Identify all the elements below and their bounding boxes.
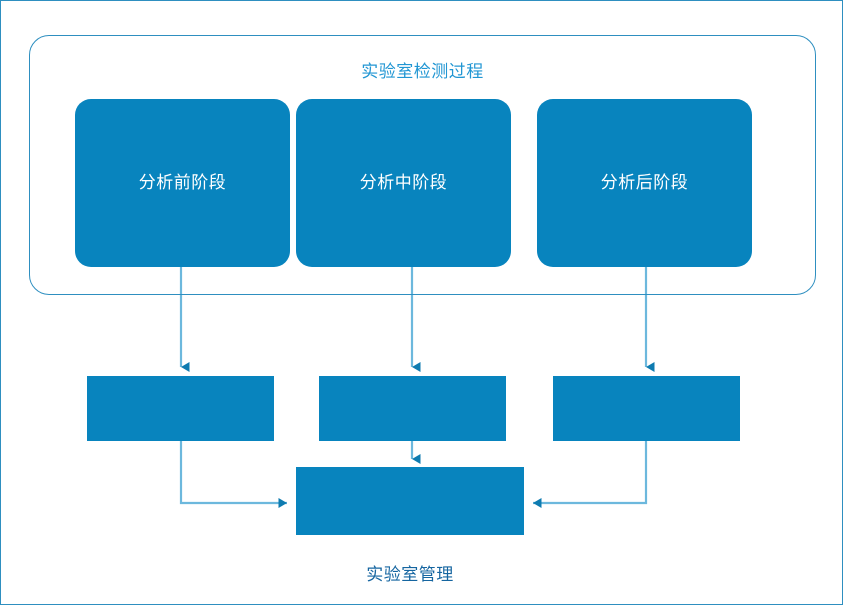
mid-box-3[interactable] bbox=[553, 376, 740, 441]
laboratory-testing-process-group bbox=[29, 35, 816, 295]
phase-card-post-analysis[interactable]: 分析后阶段 bbox=[537, 99, 752, 267]
group-title: 实验室检测过程 bbox=[361, 62, 484, 81]
phase-card-analysis[interactable]: 分析中阶段 bbox=[296, 99, 511, 267]
mid-box-1[interactable] bbox=[87, 376, 274, 441]
bottom-caption: 实验室管理 bbox=[366, 565, 454, 584]
phase-card-label: 分析中阶段 bbox=[359, 173, 448, 192]
mid-box-2[interactable] bbox=[319, 376, 506, 441]
laboratory-management-box[interactable] bbox=[296, 467, 524, 535]
phase-card-label: 分析后阶段 bbox=[600, 173, 689, 192]
connector-midbox3-to-bottom bbox=[533, 441, 648, 508]
phase-card-pre-analysis[interactable]: 分析前阶段 bbox=[75, 99, 290, 267]
connector-midbox1-to-bottom bbox=[179, 441, 287, 508]
phase-card-label: 分析前阶段 bbox=[138, 173, 227, 192]
